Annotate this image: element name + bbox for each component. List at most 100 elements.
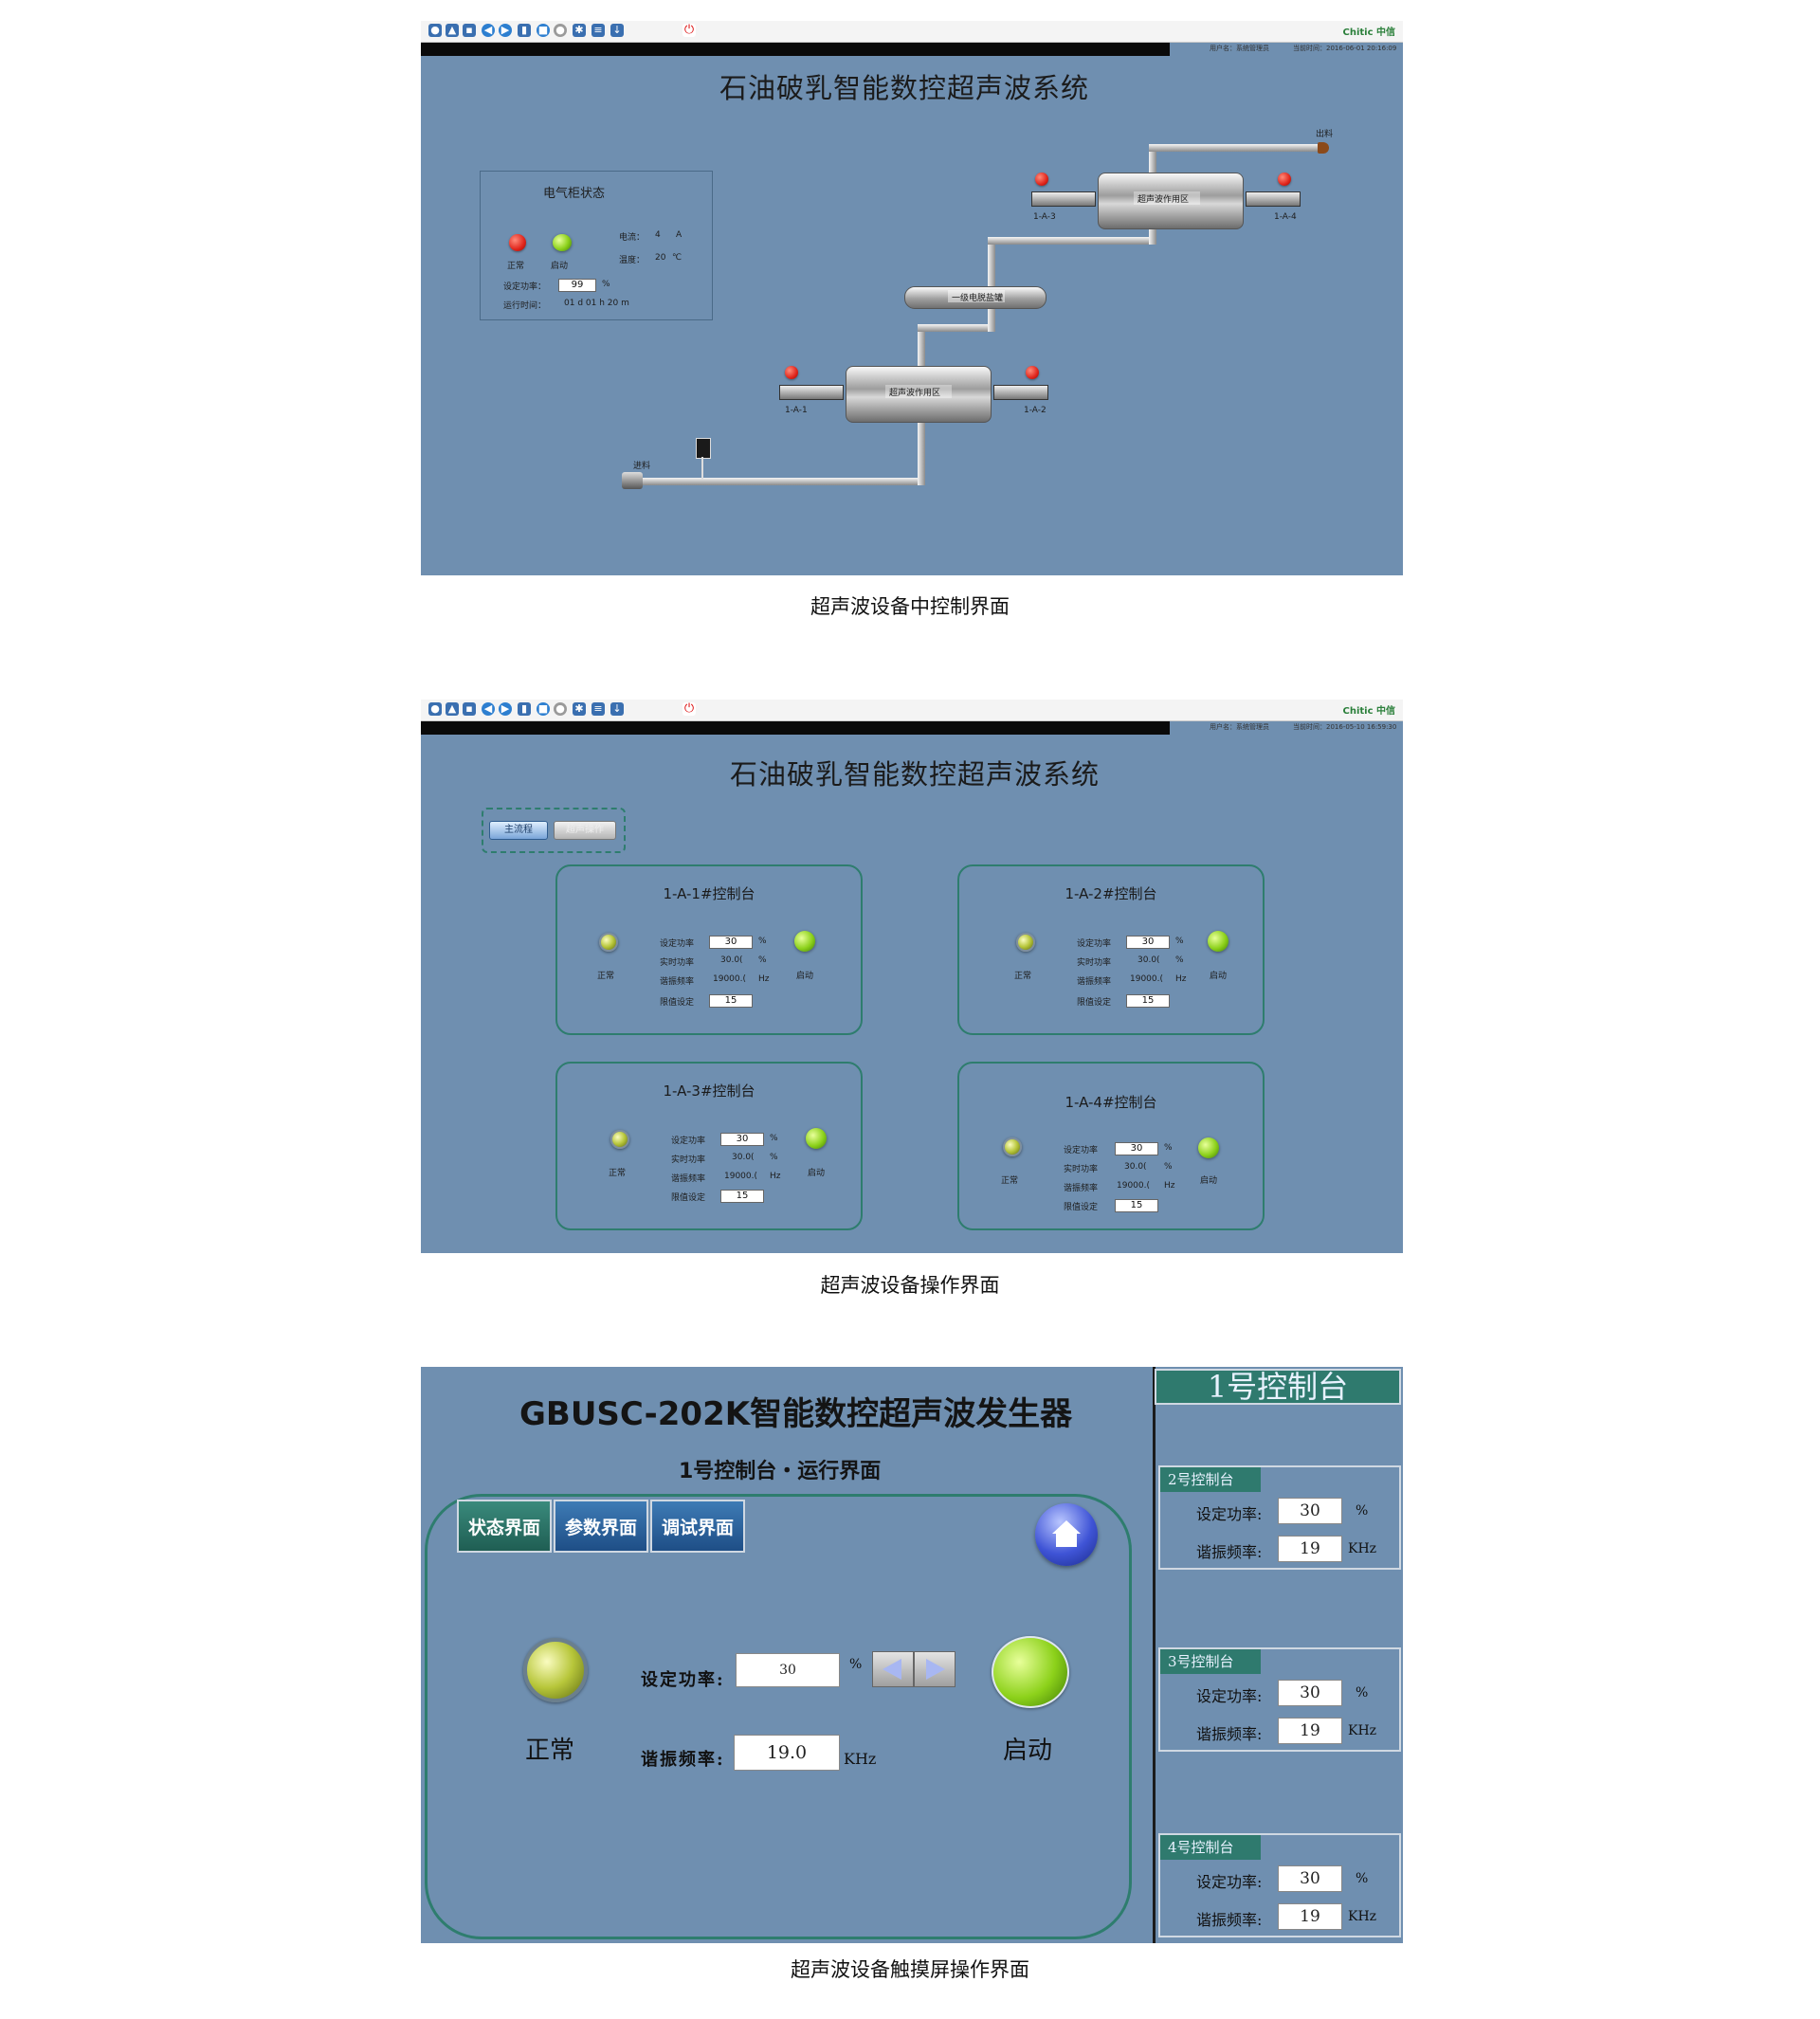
limit-input[interactable]: 15	[1126, 994, 1170, 1008]
inlet-label: 进料	[633, 462, 651, 471]
flow-meter-stem	[701, 457, 703, 480]
side-freq-value[interactable]: 19	[1278, 1718, 1342, 1744]
chart-icon[interactable]: ▮	[518, 24, 531, 37]
desalting-tank-label: 一级电脱盐罐	[952, 294, 1004, 303]
real-power-unit: %	[1175, 955, 1184, 965]
chart-icon[interactable]: ▮	[518, 702, 531, 716]
pipe-riser-1	[918, 423, 925, 485]
side-freq-unit: KHz	[1348, 1723, 1377, 1738]
power-input[interactable]: 30	[709, 936, 753, 949]
normal-label: 正常	[1001, 1176, 1019, 1186]
side-console-4[interactable]: 4号控制台 设定功率: 30 % 谐振频率: 19 KHz	[1158, 1833, 1401, 1937]
side-console-2[interactable]: 2号控制台 设定功率: 30 % 谐振频率: 19 KHz	[1158, 1465, 1401, 1570]
side-power-value[interactable]: 30	[1278, 1680, 1342, 1706]
time-label: 当前时间：2016-06-01 20:16:09	[1293, 45, 1397, 52]
page-title: 石油破乳智能数控超声波系统	[719, 72, 1090, 104]
side-freq-value[interactable]: 19	[1278, 1903, 1342, 1930]
side-freq-unit: KHz	[1348, 1541, 1377, 1556]
console-title: 1-A-1#控制台	[663, 885, 755, 902]
console-1a4: 1-A-4#控制台 正常 启动 设定功率 30 % 实时功率 30.0( % 谐…	[957, 1062, 1265, 1230]
freq-value: 19000.(	[713, 974, 747, 984]
side-console-3[interactable]: 3号控制台 设定功率: 30 % 谐振频率: 19 KHz	[1158, 1647, 1401, 1752]
freq-label: 谐振频率	[660, 977, 695, 987]
normal-indicator	[509, 234, 526, 251]
back-icon[interactable]: ◀	[482, 24, 495, 37]
side-power-value[interactable]: 30	[1278, 1865, 1342, 1892]
pipe-riser-3	[988, 305, 995, 332]
temp-unit: ℃	[672, 253, 682, 263]
tab-params[interactable]: 参数界面	[554, 1500, 648, 1553]
power-icon[interactable]: ⏻	[682, 23, 696, 37]
globe-icon[interactable]: ●	[554, 24, 567, 37]
tab-debug[interactable]: 调试界面	[650, 1500, 745, 1553]
power-label: 设定功率	[1064, 1146, 1099, 1155]
house-icon[interactable]	[1035, 1503, 1098, 1566]
user-label: 用户名：系统管理员	[1210, 723, 1269, 731]
lock-icon[interactable]: ▪	[463, 702, 476, 716]
limit-input[interactable]: 15	[709, 994, 753, 1008]
lower-reactor-label-bg	[885, 385, 952, 398]
download-icon[interactable]: ↓	[610, 24, 624, 37]
side-freq-unit: KHz	[1348, 1909, 1377, 1924]
download-icon[interactable]: ↓	[610, 702, 624, 716]
stop-icon[interactable]: ■	[537, 702, 550, 716]
side-freq-label: 谐振频率:	[1196, 1725, 1263, 1743]
freq-unit: Hz	[1175, 974, 1187, 984]
stop-icon[interactable]: ■	[537, 24, 550, 37]
power-input[interactable]: 30	[736, 1653, 840, 1687]
power-input[interactable]: 30	[1115, 1142, 1158, 1155]
freq-value: 19000.(	[1130, 974, 1164, 984]
user-icon[interactable]: ●	[428, 702, 442, 716]
side-freq-label: 谐振频率:	[1196, 1911, 1263, 1929]
freq-input[interactable]: 19.0	[734, 1735, 840, 1771]
real-power-unit: %	[758, 955, 767, 965]
freq-label: 谐振频率	[1064, 1184, 1099, 1193]
current-label: 电流：	[619, 233, 646, 243]
console-title: 1-A-4#控制台	[1065, 1094, 1157, 1111]
back-icon[interactable]: ◀	[482, 702, 495, 716]
side-freq-value[interactable]: 19	[1278, 1536, 1342, 1562]
start-button[interactable]	[992, 1636, 1069, 1708]
limit-input[interactable]: 15	[720, 1190, 764, 1203]
runtime-label: 运行时间：	[503, 301, 547, 311]
nav-main-button[interactable]: 主流程	[489, 821, 548, 840]
document-icon[interactable]: ≡	[592, 702, 605, 716]
freq-unit: KHz	[844, 1750, 877, 1768]
power-input[interactable]: 99	[558, 279, 596, 292]
settings-icon[interactable]: ✱	[573, 702, 586, 716]
nav-operation-button[interactable]: 超声操作	[554, 821, 616, 840]
power-icon[interactable]: ⏻	[682, 701, 696, 716]
left-arrow-icon	[883, 1659, 901, 1680]
normal-label: 正常	[507, 262, 525, 271]
user-icon[interactable]: ●	[428, 24, 442, 37]
forward-icon[interactable]: ▶	[499, 24, 512, 37]
caption-2: 超声波设备操作界面	[820, 1274, 1000, 1297]
side-power-value[interactable]: 30	[1278, 1498, 1342, 1524]
normal-label: 正常	[1014, 972, 1032, 981]
increase-button[interactable]	[914, 1651, 956, 1687]
forward-icon[interactable]: ▶	[499, 702, 512, 716]
lock-icon[interactable]: ▪	[463, 24, 476, 37]
desalting-tank-label-bg	[948, 290, 1005, 302]
warning-icon[interactable]: ▲	[446, 702, 459, 716]
runtime-value: 01 d 01 h 20 m	[564, 299, 629, 308]
normal-indicator	[1016, 933, 1035, 952]
warning-icon[interactable]: ▲	[446, 24, 459, 37]
settings-icon[interactable]: ✱	[573, 24, 586, 37]
normal-indicator	[1003, 1137, 1022, 1156]
upper-reactor	[1098, 173, 1244, 229]
current-unit: A	[676, 230, 682, 240]
decrease-button[interactable]	[872, 1651, 914, 1687]
globe-icon[interactable]: ●	[554, 702, 567, 716]
brand-logo: Chitic 中信	[1342, 706, 1395, 717]
power-input[interactable]: 30	[720, 1133, 764, 1146]
side-power-label: 设定功率:	[1196, 1873, 1263, 1891]
document-icon[interactable]: ≡	[592, 24, 605, 37]
outlet-nozzle	[1318, 142, 1329, 154]
start-label: 启动	[1003, 1737, 1053, 1765]
tab-status[interactable]: 状态界面	[457, 1500, 552, 1553]
limit-input[interactable]: 15	[1115, 1199, 1158, 1212]
power-input[interactable]: 30	[1126, 936, 1170, 949]
console-1a1: 1-A-1#控制台 正常 启动 设定功率 30 % 实时功率 30.0( % 谐…	[555, 864, 863, 1035]
page-subtitle: 1号控制台・运行界面	[679, 1460, 882, 1483]
